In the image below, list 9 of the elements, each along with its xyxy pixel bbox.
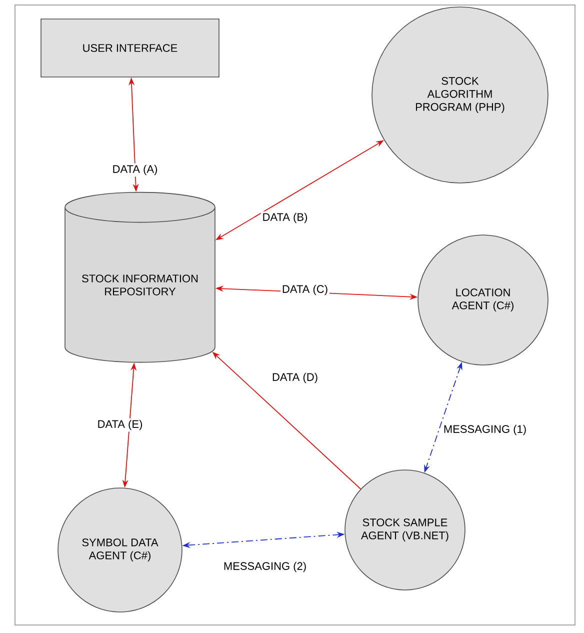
edge-label: DATA (C) — [280, 283, 330, 297]
edge-label: MESSAGING (2) — [222, 560, 308, 574]
database-cylinder: STOCK INFORMATION REPOSITORY — [64, 192, 216, 363]
interface-box: USER INTERFACE — [40, 18, 220, 78]
edge-label: DATA (D) — [270, 371, 320, 385]
edge-label: MESSAGING (1) — [442, 423, 528, 437]
edge-label: DATA (E) — [96, 418, 144, 432]
edge-label: DATA (B) — [260, 211, 310, 225]
edge-label: DATA (A) — [110, 163, 160, 177]
